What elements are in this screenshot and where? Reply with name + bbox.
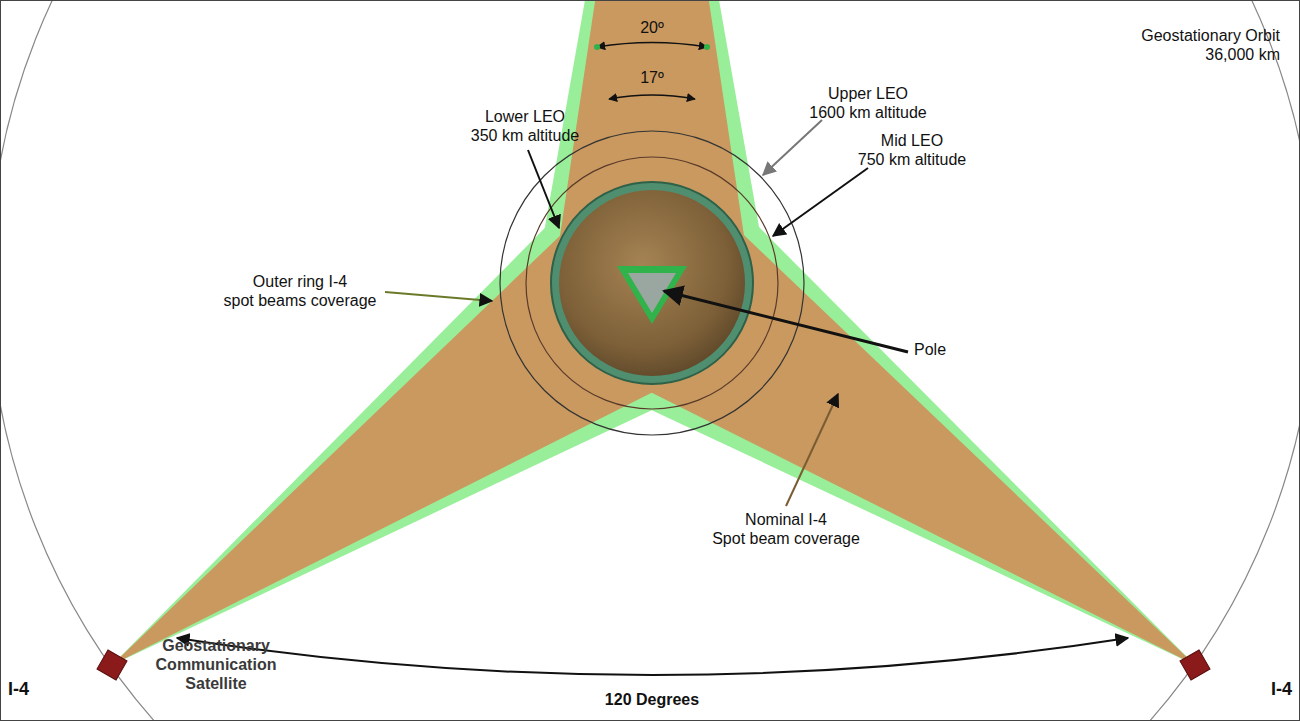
orbit-label: Mid LEO 750 km altitude xyxy=(858,131,967,169)
earth xyxy=(559,190,745,376)
angle-label: 17º xyxy=(640,68,664,87)
satellite xyxy=(97,650,127,680)
orbit-label: Geostationary Orbit 36,000 km xyxy=(1141,26,1280,64)
beam-label: Nominal I-4 Spot beam coverage xyxy=(712,510,860,548)
satellite xyxy=(1180,650,1210,680)
orbit-label: Lower LEO 350 km altitude xyxy=(471,107,580,145)
angle-arc xyxy=(597,43,707,48)
leader-arrow xyxy=(664,291,908,352)
beam-label: Outer ring I-4 spot beams coverage xyxy=(224,272,377,310)
orbit-label: Upper LEO 1600 km altitude xyxy=(809,84,926,122)
lower-leo-orbit xyxy=(551,182,753,384)
spot-beams xyxy=(112,0,1195,665)
angle-arc xyxy=(177,638,1128,675)
mid-leo-orbit xyxy=(526,157,778,409)
satellite-label: I-4 xyxy=(8,680,29,699)
angle-label: 120 Degrees xyxy=(605,690,699,709)
angle-arc xyxy=(609,95,695,99)
leader-arrow xyxy=(763,120,822,175)
satellite-label: Geostationary Communication Satellite xyxy=(156,636,277,693)
upper-leo-orbit xyxy=(500,131,804,435)
leader-arrow xyxy=(786,394,838,506)
pole-label: Pole xyxy=(914,340,946,359)
leader-arrow xyxy=(773,168,868,236)
angle-label: 20º xyxy=(640,18,664,37)
leader-arrow xyxy=(528,150,559,228)
beam-edge-dot xyxy=(594,44,600,50)
beam-edge-dot xyxy=(704,44,710,50)
leader-arrow xyxy=(385,292,492,301)
satellite-label: I-4 xyxy=(1271,680,1292,699)
